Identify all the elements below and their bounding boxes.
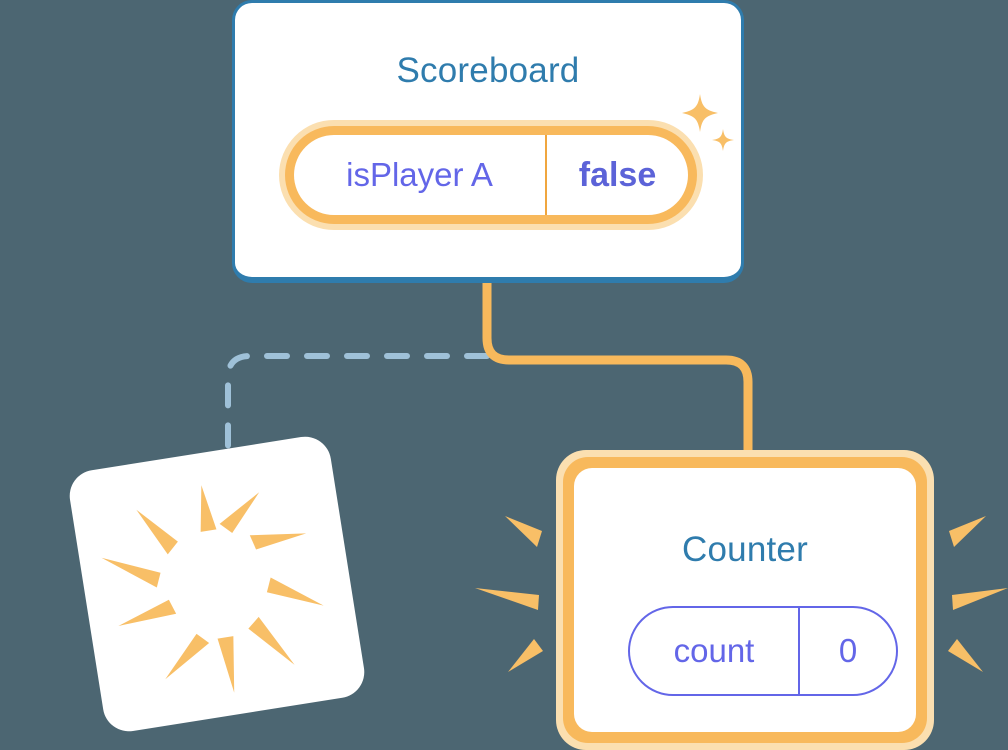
blank-card-sunburst [101, 485, 324, 693]
scoreboard-state-pill[interactable]: isPlayer A false [279, 120, 703, 230]
scoreboard-title: Scoreboard [396, 51, 580, 90]
card-scoreboard[interactable]: Scoreboard isPlayer A false [232, 0, 744, 283]
counter-body: Counter count 0 [574, 468, 916, 732]
counter-pill-divider [798, 608, 800, 694]
sparkle-small-icon [712, 129, 734, 151]
counter-title: Counter [682, 530, 808, 569]
counter-state-key: count [673, 632, 755, 669]
card-blank-unlabeled[interactable] [65, 432, 369, 736]
pill-divider [545, 135, 547, 215]
counter-state-pill[interactable]: count 0 [628, 606, 898, 696]
pill-body: isPlayer A false [294, 135, 688, 215]
connector-scoreboard-to-blank-card[interactable] [225, 353, 490, 471]
counter-state-value: 0 [838, 632, 858, 669]
scoreboard-state-key: isPlayer A [346, 156, 493, 193]
scoreboard-state-value: false [578, 155, 657, 194]
sparkle-group [682, 94, 734, 151]
sparkle-large-icon [682, 94, 718, 132]
card-counter[interactable]: Counter count 0 [556, 450, 934, 750]
connector-scoreboard-to-counter[interactable] [482, 282, 753, 460]
